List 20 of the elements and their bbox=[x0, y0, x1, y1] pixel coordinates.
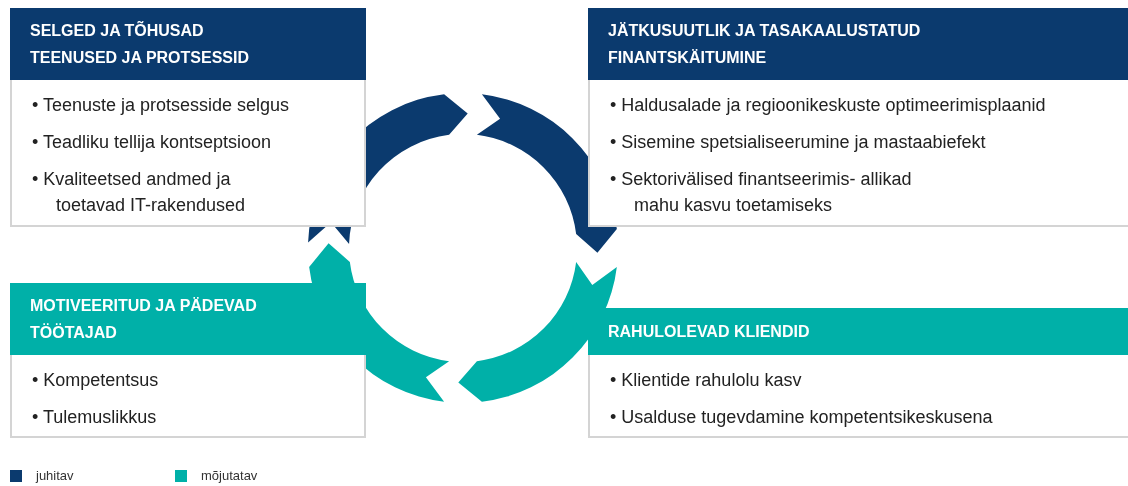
card-title: RAHULOLEVAD KLIENDID bbox=[608, 322, 810, 342]
card bbox=[10, 283, 366, 438]
bullet-item: • Kompetentsus bbox=[32, 369, 160, 392]
legend-label: juhitav bbox=[36, 468, 74, 483]
bullet-item: • Tulemuslikkus bbox=[32, 406, 158, 429]
bullet-item: • Klientide rahulolu kasv bbox=[610, 369, 803, 392]
card bbox=[588, 308, 1128, 438]
bullet-item: • Kvaliteetsed andmed ja toetavad IT-rakendused bbox=[32, 168, 247, 217]
bullet-item: • Sektorivälised finantseerimis- allikad mahu kasvu toetamiseks bbox=[610, 168, 913, 217]
legend-label: mõjutatav bbox=[201, 468, 258, 483]
bullet-item: • Teenuste ja protsesside selgus bbox=[32, 94, 291, 117]
card-title: JÄTKUSUUTLIK JA TASAKAALUSTATUD FINANTSKÄITUMINE bbox=[608, 21, 922, 68]
bullet-item: • Teadliku tellija kontseptsioon bbox=[32, 131, 273, 154]
card bbox=[588, 8, 1128, 227]
card bbox=[10, 8, 366, 227]
bullet-item: • Haldusalade ja regioonikeskuste optimeerimisplaanid bbox=[610, 94, 1047, 117]
bullet-item: • Usalduse tugevdamine kompetentsikeskusena bbox=[610, 406, 994, 429]
card-title: MOTIVEERITUD JA PÄDEVAD TÖÖTAJAD bbox=[30, 296, 258, 343]
bullet-item: • Sisemine spetsialiseerumine ja mastaabiefekt bbox=[610, 131, 987, 154]
card-title: SELGED JA TÕHUSAD TEENUSED JA PROTSESSID bbox=[30, 20, 250, 68]
